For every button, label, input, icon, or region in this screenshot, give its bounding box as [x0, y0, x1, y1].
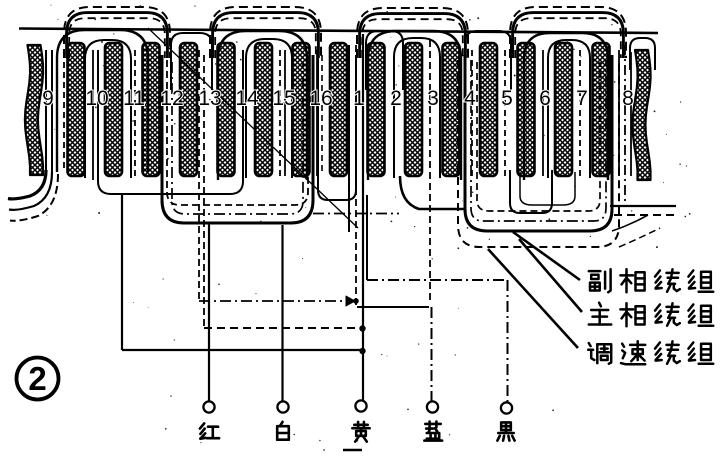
svg-text:7: 7	[576, 87, 588, 110]
svg-text:2: 2	[28, 360, 46, 397]
svg-text:15: 15	[272, 87, 295, 110]
svg-text:3: 3	[427, 87, 439, 110]
svg-text:10: 10	[85, 87, 108, 110]
svg-text:9: 9	[42, 87, 54, 110]
svg-text:14: 14	[235, 87, 259, 110]
svg-text:16: 16	[309, 87, 332, 110]
svg-text:8: 8	[622, 87, 634, 110]
svg-text:11: 11	[123, 87, 145, 110]
svg-text:4: 4	[464, 87, 476, 110]
svg-text:6: 6	[539, 87, 551, 110]
svg-text:1: 1	[353, 87, 365, 110]
svg-text:13: 13	[198, 87, 221, 110]
svg-text:2: 2	[390, 87, 402, 110]
svg-text:12: 12	[160, 87, 183, 110]
svg-text:5: 5	[501, 87, 513, 110]
